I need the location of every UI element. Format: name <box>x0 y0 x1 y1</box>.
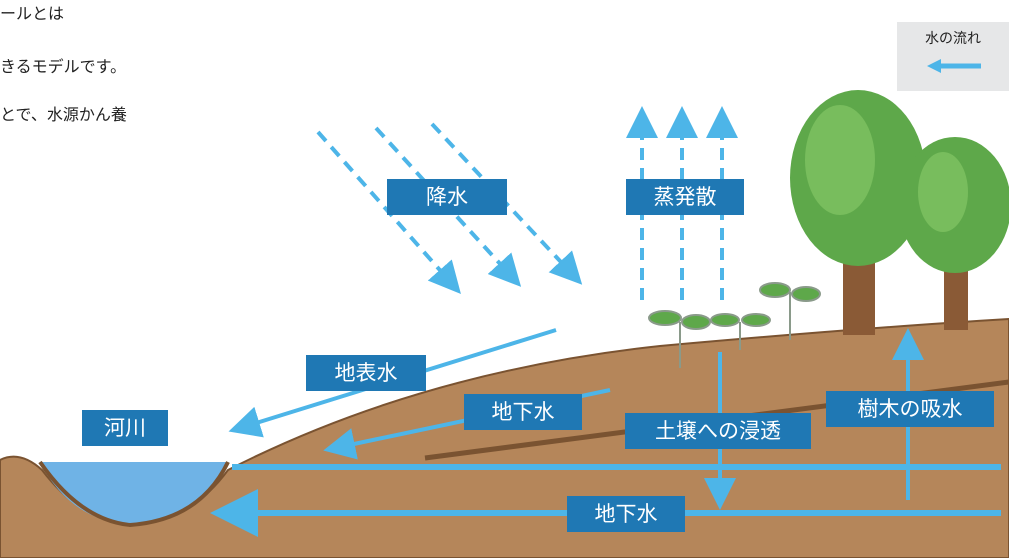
label-tree-absorption: 樹木の吸水 <box>826 391 994 427</box>
left-arrow-icon <box>927 59 981 73</box>
legend-box: 水の流れ <box>897 22 1009 91</box>
tree-large <box>790 90 926 335</box>
intro-text-line-2: きるモデルです。 <box>0 57 127 76</box>
label-river: 河川 <box>82 410 168 446</box>
river-bank <box>38 460 230 528</box>
tree-small <box>899 137 1009 330</box>
seedlings <box>648 282 821 368</box>
label-groundwater-lower: 地下水 <box>567 496 685 532</box>
intro-text-line-1: ールとは <box>0 4 65 23</box>
label-soil-infiltration: 土壌への浸透 <box>625 413 811 449</box>
label-groundwater-upper: 地下水 <box>464 394 582 430</box>
label-precipitation: 降水 <box>387 179 507 215</box>
intro-text-line-3: とで、水源かん養 <box>0 105 127 124</box>
label-surface-water: 地表水 <box>306 355 426 391</box>
legend-title: 水の流れ <box>925 31 981 47</box>
label-evapotranspiration: 蒸発散 <box>626 179 744 215</box>
